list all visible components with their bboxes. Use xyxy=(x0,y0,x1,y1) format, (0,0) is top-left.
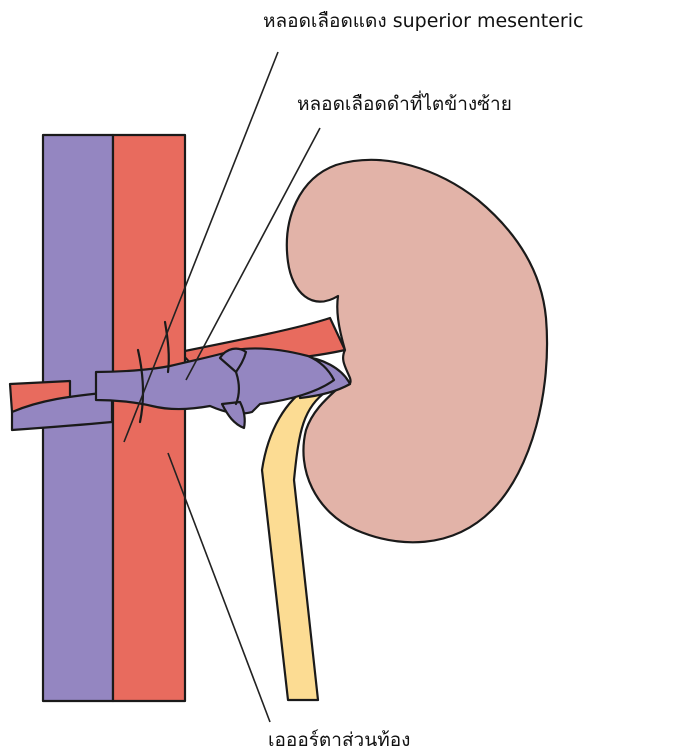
label-abdominal-aorta: เอออร์ตาส่วนท้อง xyxy=(268,731,410,750)
abdominal-aorta xyxy=(113,135,185,701)
label-left-renal-vein: หลอดเลือดดำที่ไตข้างซ้าย xyxy=(297,95,512,114)
label-superior-mesenteric-artery: หลอดเลือดแดง superior mesenteric xyxy=(263,12,583,31)
renal-vein-tributary-lower xyxy=(222,402,245,428)
